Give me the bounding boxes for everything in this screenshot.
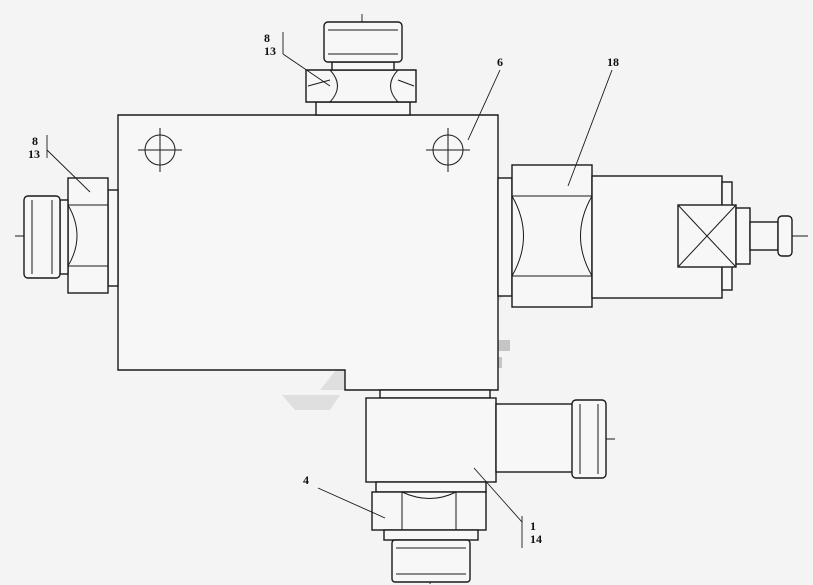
callout-labels: 8 13 8 13 6 18 4 1 14 — [28, 31, 619, 546]
lower-nut — [371, 491, 487, 583]
callout-bottom-lower: 14 — [530, 532, 542, 546]
lower-elbow-housing — [365, 389, 607, 493]
pressure-valve — [497, 164, 793, 308]
mounting-hole-left — [138, 128, 182, 172]
callout-top-lower: 13 — [264, 44, 276, 58]
callout-valve: 18 — [607, 55, 619, 69]
callout-top-upper: 8 — [264, 31, 270, 45]
top-fitting — [305, 21, 417, 116]
left-fitting — [23, 177, 119, 294]
callout-bottom-upper: 1 — [530, 519, 536, 533]
callout-left-lower: 13 — [28, 147, 40, 161]
leader-lines — [46, 32, 613, 548]
mounting-hole-right — [426, 128, 470, 172]
callout-left-upper: 8 — [32, 134, 38, 148]
valve-body-block — [117, 114, 499, 391]
callout-lower-nut: 4 — [303, 473, 309, 487]
callout-block: 6 — [497, 55, 503, 69]
